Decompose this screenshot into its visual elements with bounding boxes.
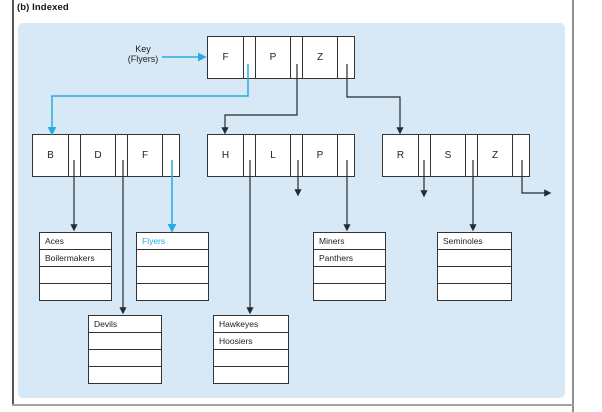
node-key-cell: F: [127, 135, 162, 176]
block-row: [89, 349, 161, 366]
node-pointer-cell: [337, 37, 349, 78]
figure-caption: (b) Indexed: [17, 2, 69, 13]
node-key-cell: H: [221, 150, 230, 161]
node-pointer-cell: [337, 135, 349, 176]
block-row: [438, 283, 511, 300]
block-row-highlighted: Flyers: [142, 236, 166, 246]
node-key-cell: D: [80, 135, 115, 176]
page-right-rule: [572, 0, 574, 412]
node-pointer-cell: [290, 135, 302, 176]
page-bottom-rule: [12, 404, 574, 406]
data-block-aces: Aces Boilermakers: [39, 232, 112, 301]
node-pointer-cell: [290, 37, 302, 78]
block-row: [438, 266, 511, 283]
node-pointer-cell: [243, 37, 255, 78]
block-row: Seminoles: [443, 236, 483, 246]
index-node-bdf: B D F: [32, 134, 180, 177]
block-row: [214, 366, 288, 383]
node-key-cell: S: [430, 135, 465, 176]
page-left-rule: [12, 0, 14, 405]
node-key-cell: F: [222, 52, 229, 63]
block-row: [137, 249, 208, 266]
block-row: Panthers: [314, 249, 385, 266]
node-pointer-cell: [162, 135, 174, 176]
block-row: Devils: [94, 319, 118, 329]
node-key-cell: B: [47, 150, 54, 161]
data-block-hawkeyes: Hawkeyes Hoosiers: [213, 315, 289, 384]
block-row: Hoosiers: [214, 332, 288, 349]
data-block-seminoles: Seminoles: [437, 232, 512, 301]
data-block-flyers: Flyers: [136, 232, 209, 301]
node-pointer-cell: [465, 135, 477, 176]
block-row: Boilermakers: [40, 249, 111, 266]
block-row: [214, 349, 288, 366]
block-row: [89, 332, 161, 349]
block-row: [40, 266, 111, 283]
block-row: [137, 266, 208, 283]
block-row: [137, 283, 208, 300]
data-block-miners: Miners Panthers: [313, 232, 386, 301]
block-row: [314, 283, 385, 300]
node-pointer-cell: [512, 135, 524, 176]
index-node-rsz: R S Z: [382, 134, 530, 177]
block-row: [40, 283, 111, 300]
node-key-cell: L: [255, 135, 290, 176]
node-key-cell: Z: [302, 37, 337, 78]
block-row: Miners: [319, 236, 345, 246]
node-pointer-cell: [115, 135, 127, 176]
block-row: [314, 266, 385, 283]
key-pointer-label-line2: (Flyers): [127, 53, 159, 64]
block-row: [89, 366, 161, 383]
node-key-cell: R: [396, 150, 405, 161]
key-pointer-label-line1: Key: [135, 44, 151, 54]
node-pointer-cell: [68, 135, 80, 176]
block-row: [438, 249, 511, 266]
node-pointer-cell: [418, 135, 430, 176]
index-node-root: F P Z: [207, 36, 355, 79]
index-node-hlp: H L P: [207, 134, 355, 177]
key-pointer-label: Key (Flyers): [113, 44, 173, 64]
node-key-cell: Z: [477, 135, 512, 176]
node-key-cell: P: [302, 135, 337, 176]
node-key-cell: P: [255, 37, 290, 78]
data-block-devils: Devils: [88, 315, 162, 384]
block-row: Hawkeyes: [219, 319, 259, 329]
node-pointer-cell: [243, 135, 255, 176]
block-row: Aces: [45, 236, 64, 246]
